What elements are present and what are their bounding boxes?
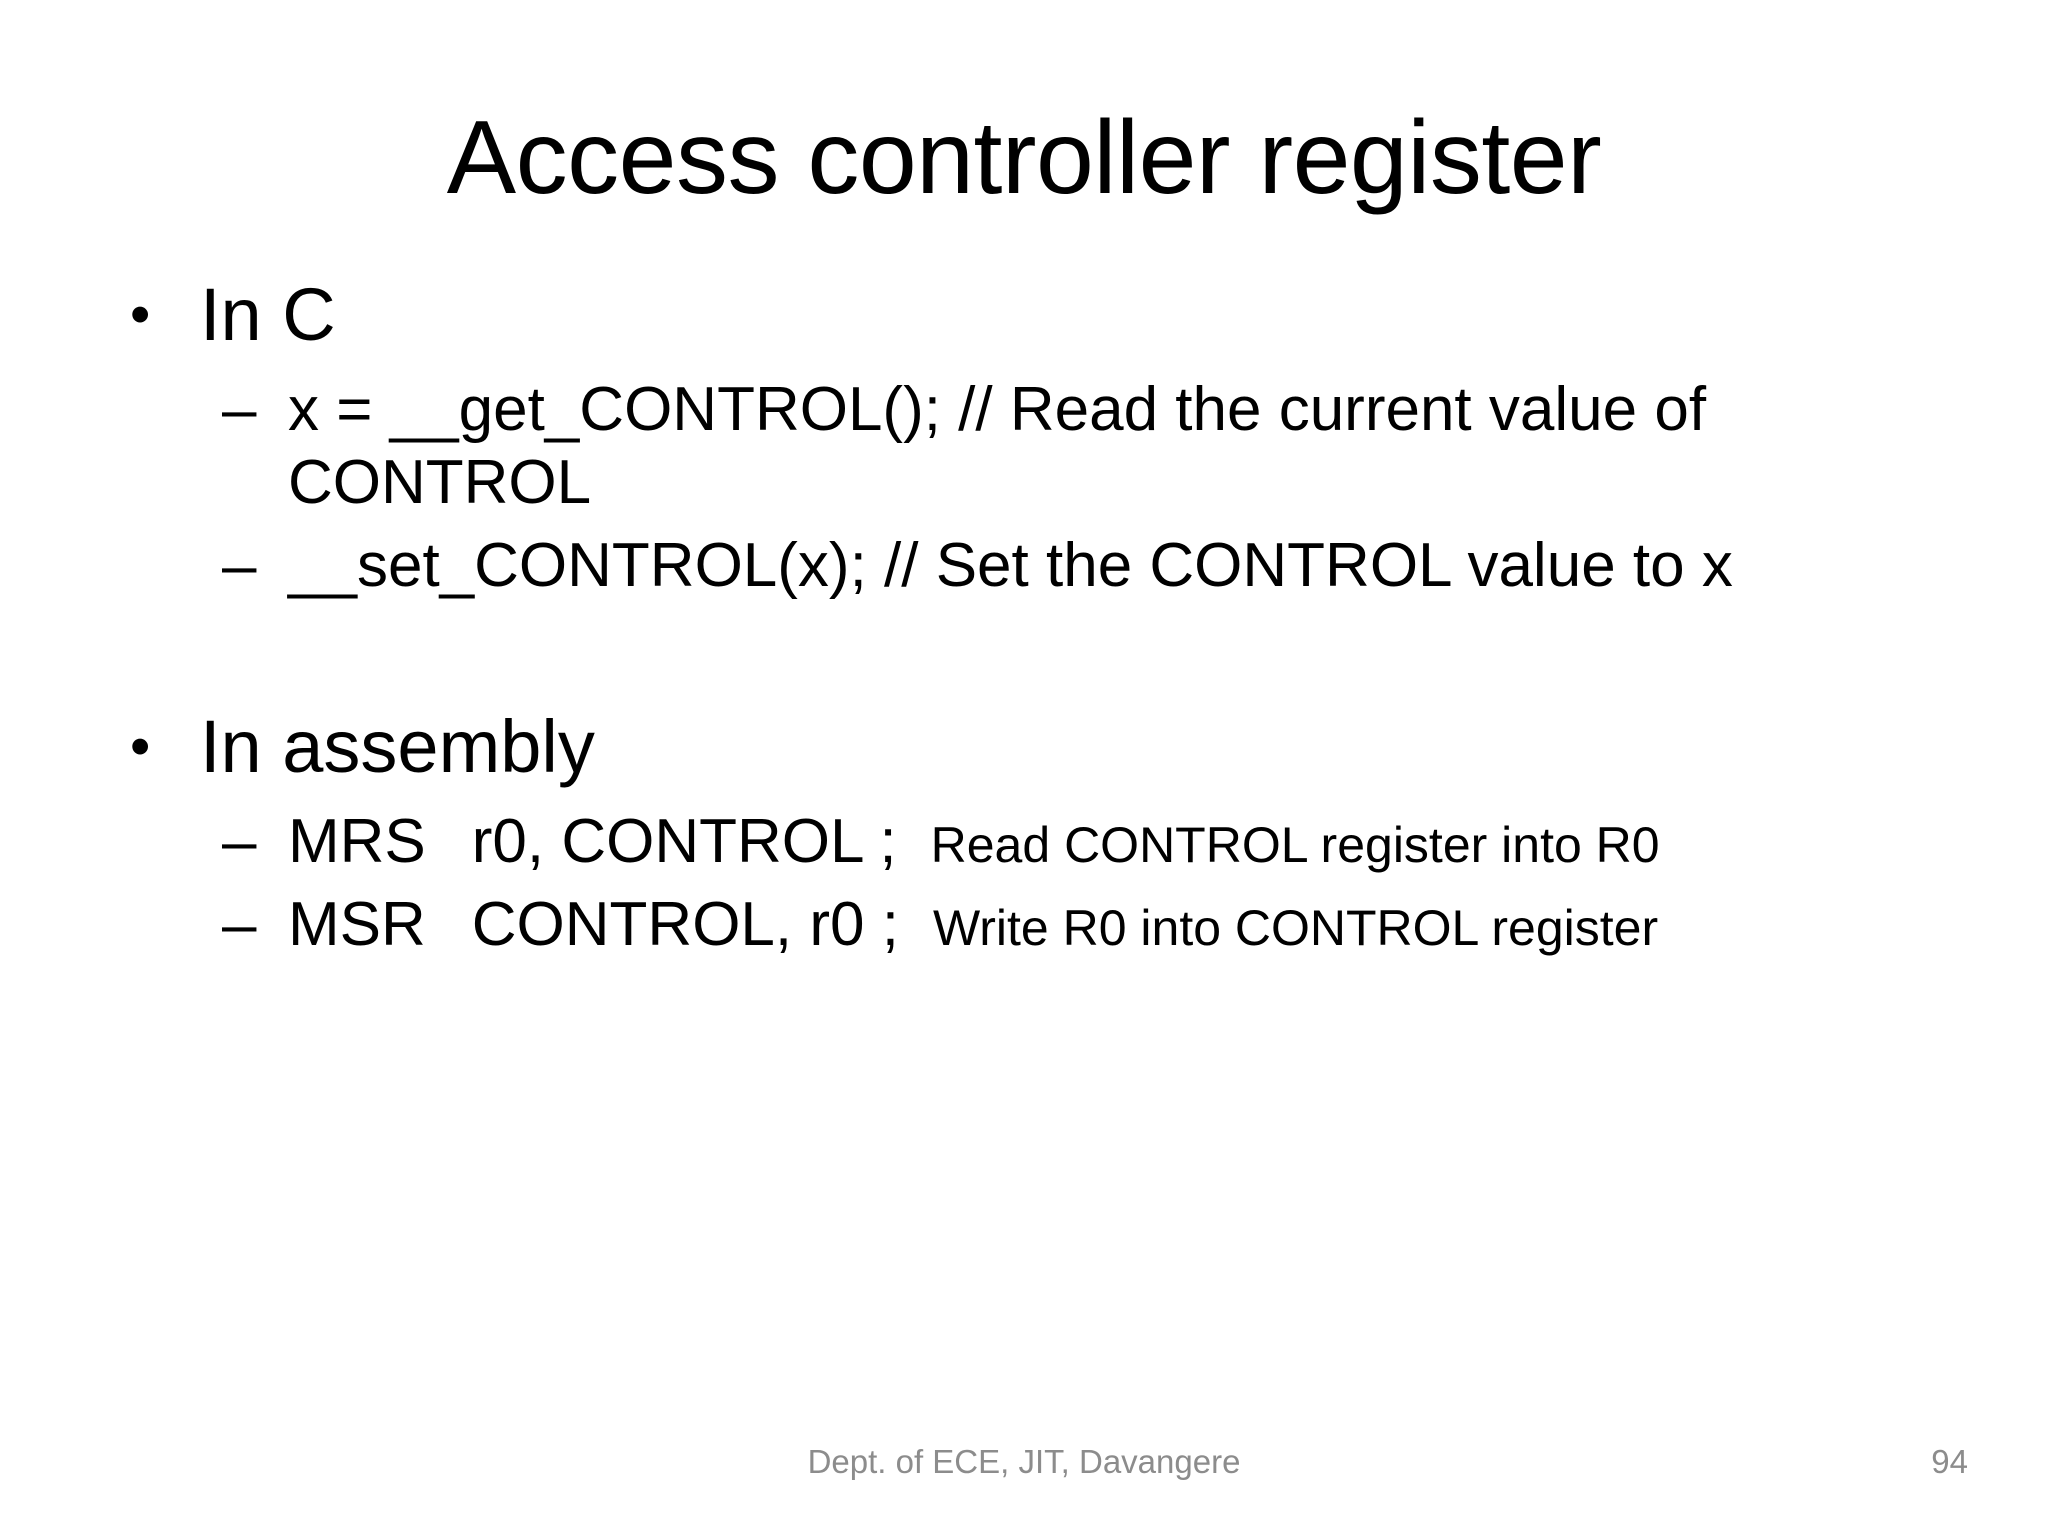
sub-bullet-msr: – MSR CONTROL, r0 ; Write R0 into CONTROL …	[118, 888, 1948, 961]
bullet-dot-icon: •	[130, 282, 151, 347]
footer-department-text: Dept. of ECE, JIT, Davangere	[807, 1443, 1241, 1480]
dash-bullet-icon: –	[222, 890, 257, 960]
slide-body: • In C – x = __get_CONTROL(); // Read th…	[118, 273, 1948, 962]
page-title: Access controller register	[446, 100, 1602, 216]
bullet-item-in-c: • In C	[118, 273, 1948, 357]
bullet-item-in-assembly: • In assembly	[118, 705, 1948, 789]
dash-bullet-icon: –	[222, 807, 257, 877]
footer-page-number: 94	[1931, 1443, 1968, 1480]
sub-bullet-set-control: – __set_CONTROL(x); // Set the CONTROL v…	[118, 529, 1948, 602]
sub-bullet-get-control: – x = __get_CONTROL(); // Read the curre…	[118, 373, 1948, 519]
dash-bullet-icon: –	[222, 374, 257, 444]
bullet-dot-icon: •	[130, 714, 151, 780]
instruction-operands-mrs: r0, CONTROL ;	[471, 807, 897, 877]
spacer	[118, 878, 1948, 888]
spacer	[118, 789, 1948, 805]
dash-bullet-icon: –	[222, 531, 257, 601]
spacer	[118, 602, 1948, 706]
spacer	[118, 519, 1948, 529]
instruction-comment-msr: Write R0 into CONTROL register	[932, 900, 1659, 957]
sub-bullet-text-set-control: __set_CONTROL(x); // Set the CONTROL val…	[288, 531, 1733, 601]
spacer	[118, 357, 1948, 373]
sub-bullet-mrs: – MRS r0, CONTROL ; Read CONTROL register …	[118, 805, 1948, 878]
instruction-operands-msr: CONTROL, r0 ;	[471, 890, 899, 960]
instruction-comment-mrs: Read CONTROL register into R0	[930, 817, 1660, 874]
bullet-label-in-assembly: In assembly	[200, 705, 595, 789]
bullet-label-in-c: In C	[200, 273, 336, 356]
instruction-mnemonic-msr: MSR	[288, 890, 426, 960]
instruction-mnemonic-mrs: MRS	[288, 807, 426, 877]
sub-bullet-text-get-control: x = __get_CONTROL(); // Read the current…	[288, 374, 1707, 518]
